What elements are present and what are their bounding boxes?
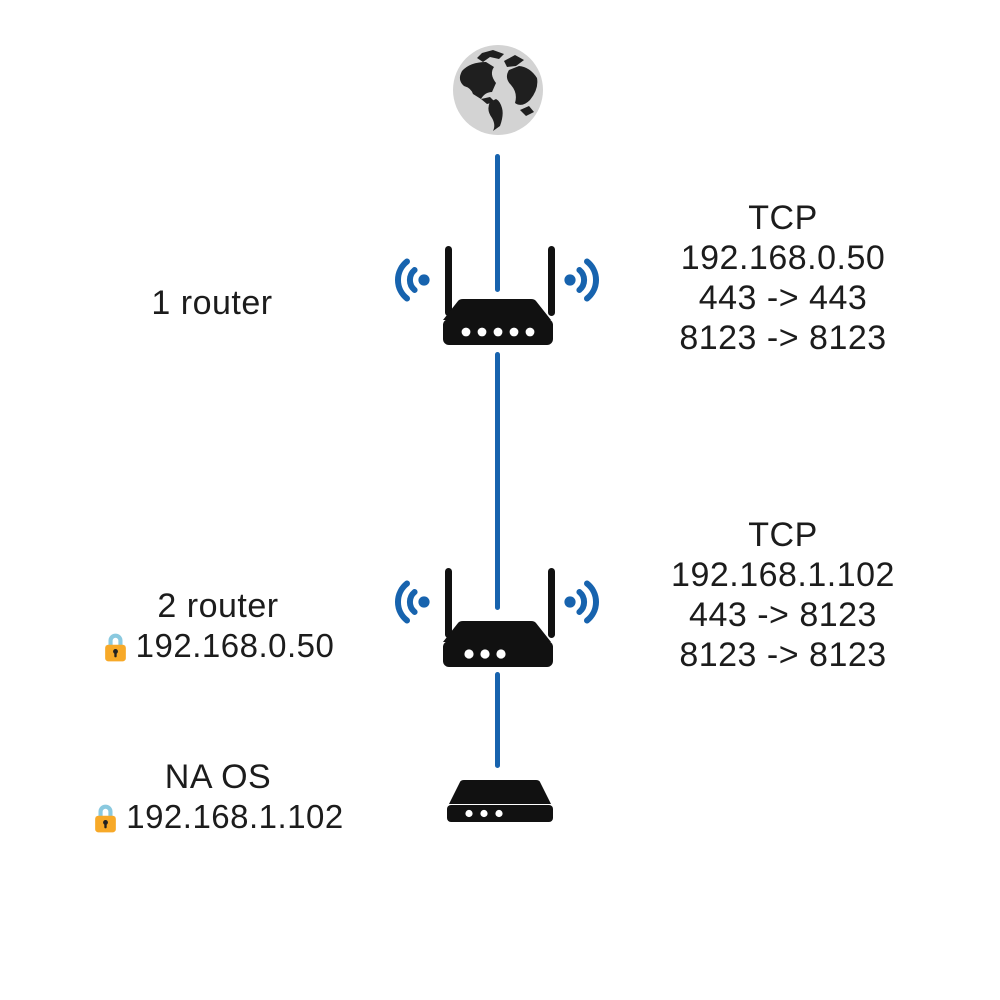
router1-wifi-router-icon [395,246,599,345]
naos-ip-row: 192.168.1.102 [68,797,368,837]
router2-port-rule-2: 8123 -> 8123 [679,636,887,674]
wifi-signal-left-icon [395,258,418,302]
lock-icon [95,804,117,832]
router2-label: 2 router [157,587,279,625]
router2-lan-ip: 192.168.0.50 [135,627,335,664]
router1-port-rule-1: 443 -> 443 [698,279,868,317]
naos-label: NA OS [164,758,272,796]
wifi-signal-left-icon [395,580,418,624]
router1-protocol: TCP [748,199,818,237]
router1-label: 1 router [151,284,273,322]
wifi-signal-right-icon [576,258,599,302]
link-router2-naos [495,672,500,768]
globe-icon [453,45,543,135]
router1-portforward-annotation: TCP 192.168.0.50 443 -> 443 8123 -> 8123 [633,198,933,358]
naos-label-block: NA OS 192.168.1.102 [68,757,368,837]
router2-protocol: TCP [748,516,818,554]
router2-ip-row: 192.168.0.50 [68,626,368,666]
router1-port-rule-2: 8123 -> 8123 [679,319,887,357]
naos-ip: 192.168.1.102 [126,798,344,835]
router2-port-rule-1: 443 -> 8123 [689,596,877,634]
naos-modem-icon [447,780,553,822]
router2-wan-ip: 192.168.1.102 [671,556,895,594]
router2-portforward-annotation: TCP 192.168.1.102 443 -> 8123 8123 -> 81… [633,515,933,675]
wifi-signal-right-icon [576,580,599,624]
link-router1-router2 [495,352,500,610]
link-internet-router1 [495,154,500,292]
router2-label-block: 2 router 192.168.0.50 [68,586,368,666]
router2-wifi-router-icon [395,568,599,667]
router1-wan-ip: 192.168.0.50 [680,239,886,277]
lock-icon [104,633,126,661]
